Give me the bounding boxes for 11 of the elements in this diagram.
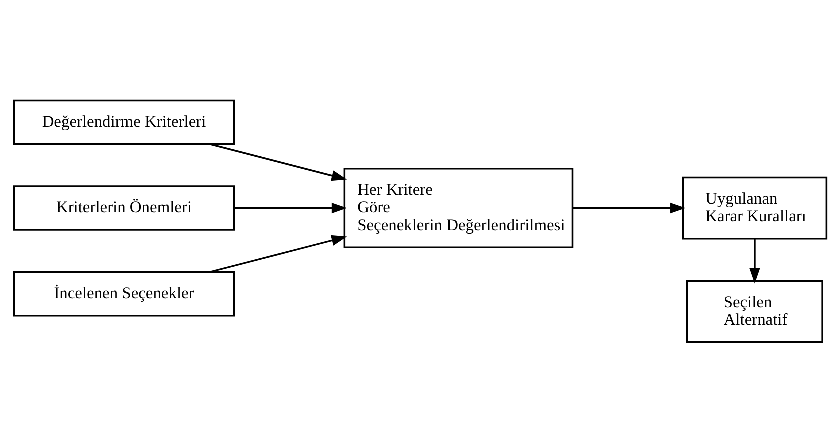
node-box: Seçilen Alternatif	[686, 280, 823, 344]
arrow	[208, 143, 347, 182]
node-box: Uygulanan Karar Kuralları	[682, 176, 828, 240]
arrow	[572, 202, 686, 214]
arrow	[208, 235, 347, 274]
arrow	[749, 238, 760, 284]
node-box: Her Kritere Göre Seçeneklerin Değerlendirilmesi	[343, 168, 574, 249]
node-box: İncelenen Seçenekler	[12, 271, 235, 317]
node-box: Değerlendirme Kriterleri	[12, 100, 235, 146]
node-box: Kriterlerin Önemleri	[12, 186, 235, 231]
arrow	[234, 202, 347, 214]
